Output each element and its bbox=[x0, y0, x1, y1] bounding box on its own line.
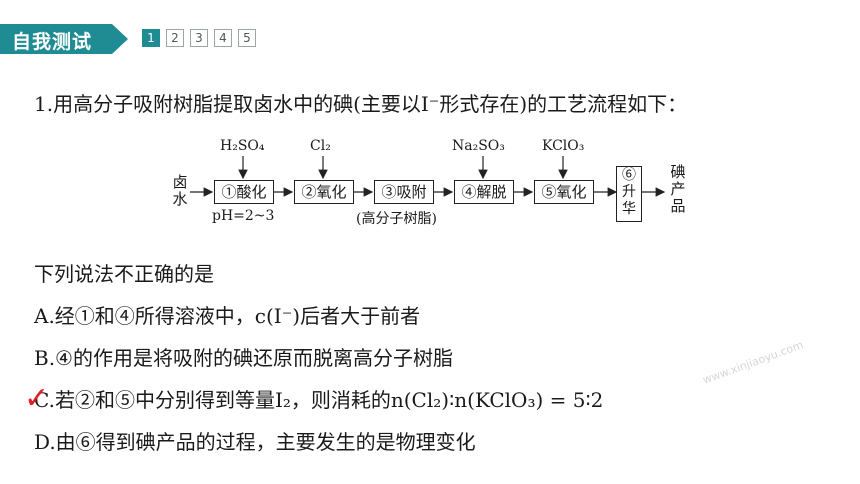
step-acidify: ①酸化 bbox=[214, 180, 274, 204]
page-button-3[interactable]: 3 bbox=[190, 29, 208, 47]
watermark: www.xinjiaoyu.com bbox=[700, 338, 806, 387]
option-b[interactable]: B.④的作用是将吸附的碘还原而脱离高分子树脂 bbox=[34, 346, 453, 370]
flow-arrows bbox=[190, 156, 666, 197]
reagent-h2so4: H₂SO₄ bbox=[220, 138, 265, 154]
header-bar bbox=[0, 0, 860, 10]
question-stem: 1.用高分子吸附树脂提取卤水中的碘(主要以I⁻形式存在)的工艺流程如下： bbox=[34, 92, 688, 116]
ph-note: pH=2~3 bbox=[212, 208, 275, 224]
flow-input-label: 卤水 bbox=[172, 173, 188, 208]
step-adsorb: ③吸附 bbox=[374, 180, 434, 204]
section-title: 自我测试 bbox=[12, 31, 93, 53]
page-nav: 1 2 3 4 5 bbox=[142, 29, 256, 47]
process-flow-diagram: 卤水 H₂SO₄ Cl₂ Na₂SO₃ KClO₃ ①酸化 ②氧化 ③吸附 ④解… bbox=[170, 134, 710, 234]
page-button-1[interactable]: 1 bbox=[142, 29, 160, 47]
step-desorb: ④解脱 bbox=[454, 180, 514, 204]
option-c[interactable]: C.若②和⑤中分别得到等量I₂，则消耗的n(Cl₂)∶n(KClO₃) = 5∶… bbox=[34, 388, 604, 412]
reagent-na2so3: Na₂SO₃ bbox=[452, 138, 505, 154]
flow-output-label: 碘产品 bbox=[670, 163, 686, 215]
page-button-4[interactable]: 4 bbox=[214, 29, 232, 47]
reagent-cl2: Cl₂ bbox=[310, 138, 331, 154]
answer-check-icon: ✓ bbox=[24, 381, 50, 416]
step-oxidize-1: ②氧化 bbox=[294, 180, 354, 204]
reagent-kclo3: KClO₃ bbox=[542, 138, 585, 154]
step-oxidize-2: ⑤氧化 bbox=[534, 180, 594, 204]
step-sublime: ⑥升华 bbox=[616, 166, 642, 222]
page-button-2[interactable]: 2 bbox=[166, 29, 184, 47]
resin-note: (高分子树脂) bbox=[356, 211, 437, 227]
option-d[interactable]: D.由⑥得到碘产品的过程，主要发生的是物理变化 bbox=[34, 430, 476, 454]
section-title-tag: 自我测试 bbox=[0, 24, 128, 54]
option-a[interactable]: A.经①和④所得溶液中，c(I⁻)后者大于前者 bbox=[34, 304, 421, 328]
page-button-5[interactable]: 5 bbox=[238, 29, 256, 47]
question-prompt: 下列说法不正确的是 bbox=[34, 262, 214, 286]
